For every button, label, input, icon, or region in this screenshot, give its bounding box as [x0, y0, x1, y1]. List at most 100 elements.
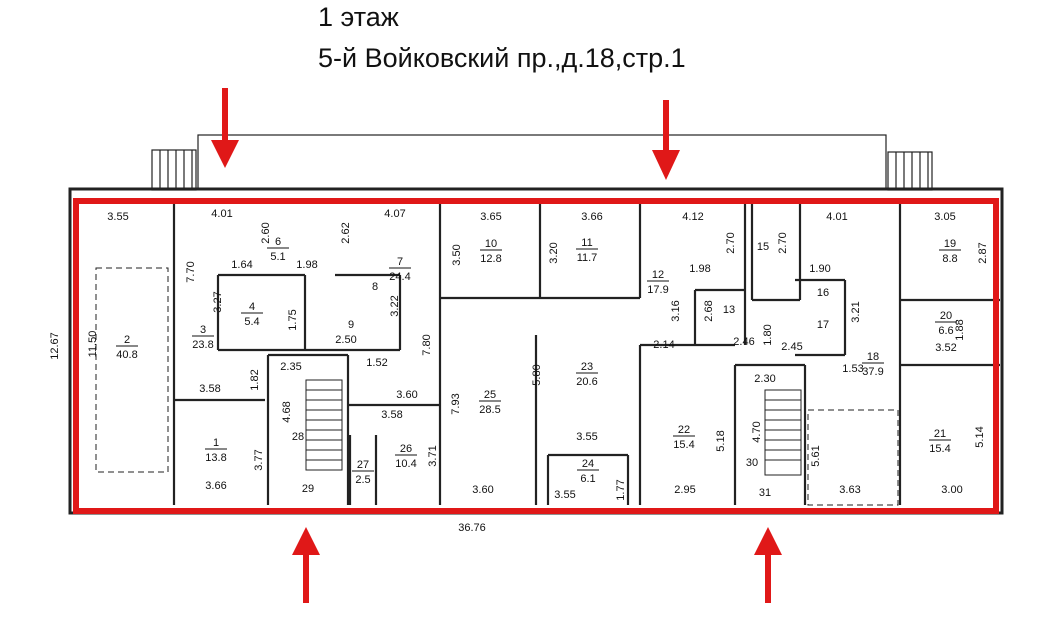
room-number: 26: [400, 443, 412, 455]
room-number: 11: [581, 237, 592, 249]
room-number: 15: [757, 241, 769, 253]
dimension-label: 1.77: [615, 479, 627, 500]
room-number: 7: [397, 256, 403, 268]
dimension-label: 2.30: [754, 373, 775, 385]
left-stair-icon: [151, 149, 197, 191]
dimension-label: 2.50: [335, 334, 356, 346]
dimension-label: 3.55: [576, 431, 597, 443]
dimension-label: 3.71: [427, 445, 439, 466]
dimension-label: 1.82: [249, 369, 261, 390]
dimension-label: 3.27: [212, 291, 224, 312]
dimension-label: 2.70: [725, 232, 737, 253]
room-number: 31: [759, 487, 771, 499]
arrow-up-icon: [754, 527, 782, 603]
room-area: 6.1: [580, 473, 595, 485]
dimension-label: 2.60: [260, 222, 272, 243]
highlight-frame: [73, 198, 999, 514]
room-number: 4: [249, 301, 255, 313]
dimension-label: 2.45: [781, 341, 802, 353]
dimension-label: 3.22: [389, 295, 401, 316]
room-number: 27: [357, 459, 369, 471]
top-annex: [197, 134, 887, 190]
room-number: 1: [213, 437, 219, 449]
room-number: 12: [652, 269, 664, 281]
arrow-down-icon: [211, 88, 239, 168]
room-number: 29: [302, 483, 314, 495]
dimension-label: 1.80: [762, 324, 774, 345]
room-number: 9: [348, 319, 354, 331]
dimension-label: 3.21: [850, 301, 862, 322]
dimension-label: 2.87: [977, 242, 989, 263]
stair-28-icon: [305, 379, 343, 471]
room-number: 2: [124, 334, 130, 346]
interior-walls: [172, 200, 1000, 505]
dimension-label: 7.70: [185, 261, 197, 282]
dimension-label: 3.52: [935, 342, 956, 354]
room-area: 20.6: [576, 376, 597, 388]
dimension-label: 3.65: [480, 211, 501, 223]
dimension-label: 3.66: [205, 480, 226, 492]
room-number: 17: [817, 319, 829, 331]
dimension-label: 3.20: [548, 242, 560, 263]
dimension-label: 2.14: [653, 339, 674, 351]
dimension-label: 4.68: [281, 401, 293, 422]
room-area: 24.4: [389, 271, 410, 283]
room-number: 22: [678, 424, 690, 436]
dimension-label: 4.70: [751, 421, 763, 442]
dimension-label: 2.46: [733, 336, 754, 348]
dimension-label: 1.88: [954, 319, 966, 340]
right-stair-icon: [887, 151, 933, 191]
dimension-label: 3.00: [941, 484, 962, 496]
room-number: 20: [940, 310, 952, 322]
room-area: 5.4: [244, 316, 259, 328]
inner-width-label: 11.50: [87, 331, 99, 358]
room-number: 10: [485, 238, 497, 250]
room-area: 10.4: [395, 458, 416, 470]
arrow-up-icon: [292, 527, 320, 603]
dimension-label: 3.58: [381, 409, 402, 421]
room-area: 15.4: [929, 443, 950, 455]
dimension-label: 3.05: [934, 211, 955, 223]
dimension-label: 3.55: [554, 489, 575, 501]
room-number: 13: [723, 304, 735, 316]
stair-30-icon: [764, 389, 802, 476]
room-number: 8: [372, 281, 378, 293]
room-number: 30: [746, 457, 758, 469]
dimension-label: 2.95: [674, 484, 695, 496]
room-area: 37.9: [862, 366, 883, 378]
dimension-label: 1.64: [231, 259, 252, 271]
dimension-label: 3.66: [581, 211, 602, 223]
dimension-label: 3.60: [472, 484, 493, 496]
dimension-label: 1.75: [287, 309, 299, 330]
room-area: 28.5: [479, 404, 500, 416]
dimension-label: 2.70: [777, 232, 789, 253]
overall-width-label: 12.67: [49, 332, 61, 360]
dimension-label: 1.98: [296, 259, 317, 271]
dimension-label: 3.77: [253, 449, 265, 470]
room-number: 19: [944, 238, 956, 250]
room-area: 13.8: [205, 452, 226, 464]
dimension-label: 3.55: [107, 211, 128, 223]
room-area: 12.8: [480, 253, 501, 265]
room-number: 6: [275, 236, 281, 248]
dimension-label: 1.98: [689, 263, 710, 275]
dimension-label: 5.14: [974, 426, 986, 447]
dashed-area-18: [807, 409, 899, 506]
dimension-label: 5.80: [531, 364, 543, 385]
room-number: 3: [200, 324, 206, 336]
dimension-label: 4.01: [826, 211, 847, 223]
dimension-label: 5.61: [810, 445, 822, 466]
dimension-label: 3.50: [451, 244, 463, 265]
dimension-label: 1.53: [842, 363, 863, 375]
room-number: 18: [867, 351, 879, 363]
dimension-label: 2.62: [340, 222, 352, 243]
room-number: 23: [581, 361, 593, 373]
room-area: 11.7: [577, 252, 598, 264]
arrow-down-icon: [652, 100, 680, 180]
floor-title: 1 этаж: [318, 2, 399, 32]
room-area: 40.8: [116, 349, 137, 361]
overall-length-label: 36.76: [458, 522, 486, 534]
room-area: 17.9: [647, 284, 668, 296]
room-number: 24: [582, 458, 594, 470]
dimension-label: 2.35: [280, 361, 301, 373]
